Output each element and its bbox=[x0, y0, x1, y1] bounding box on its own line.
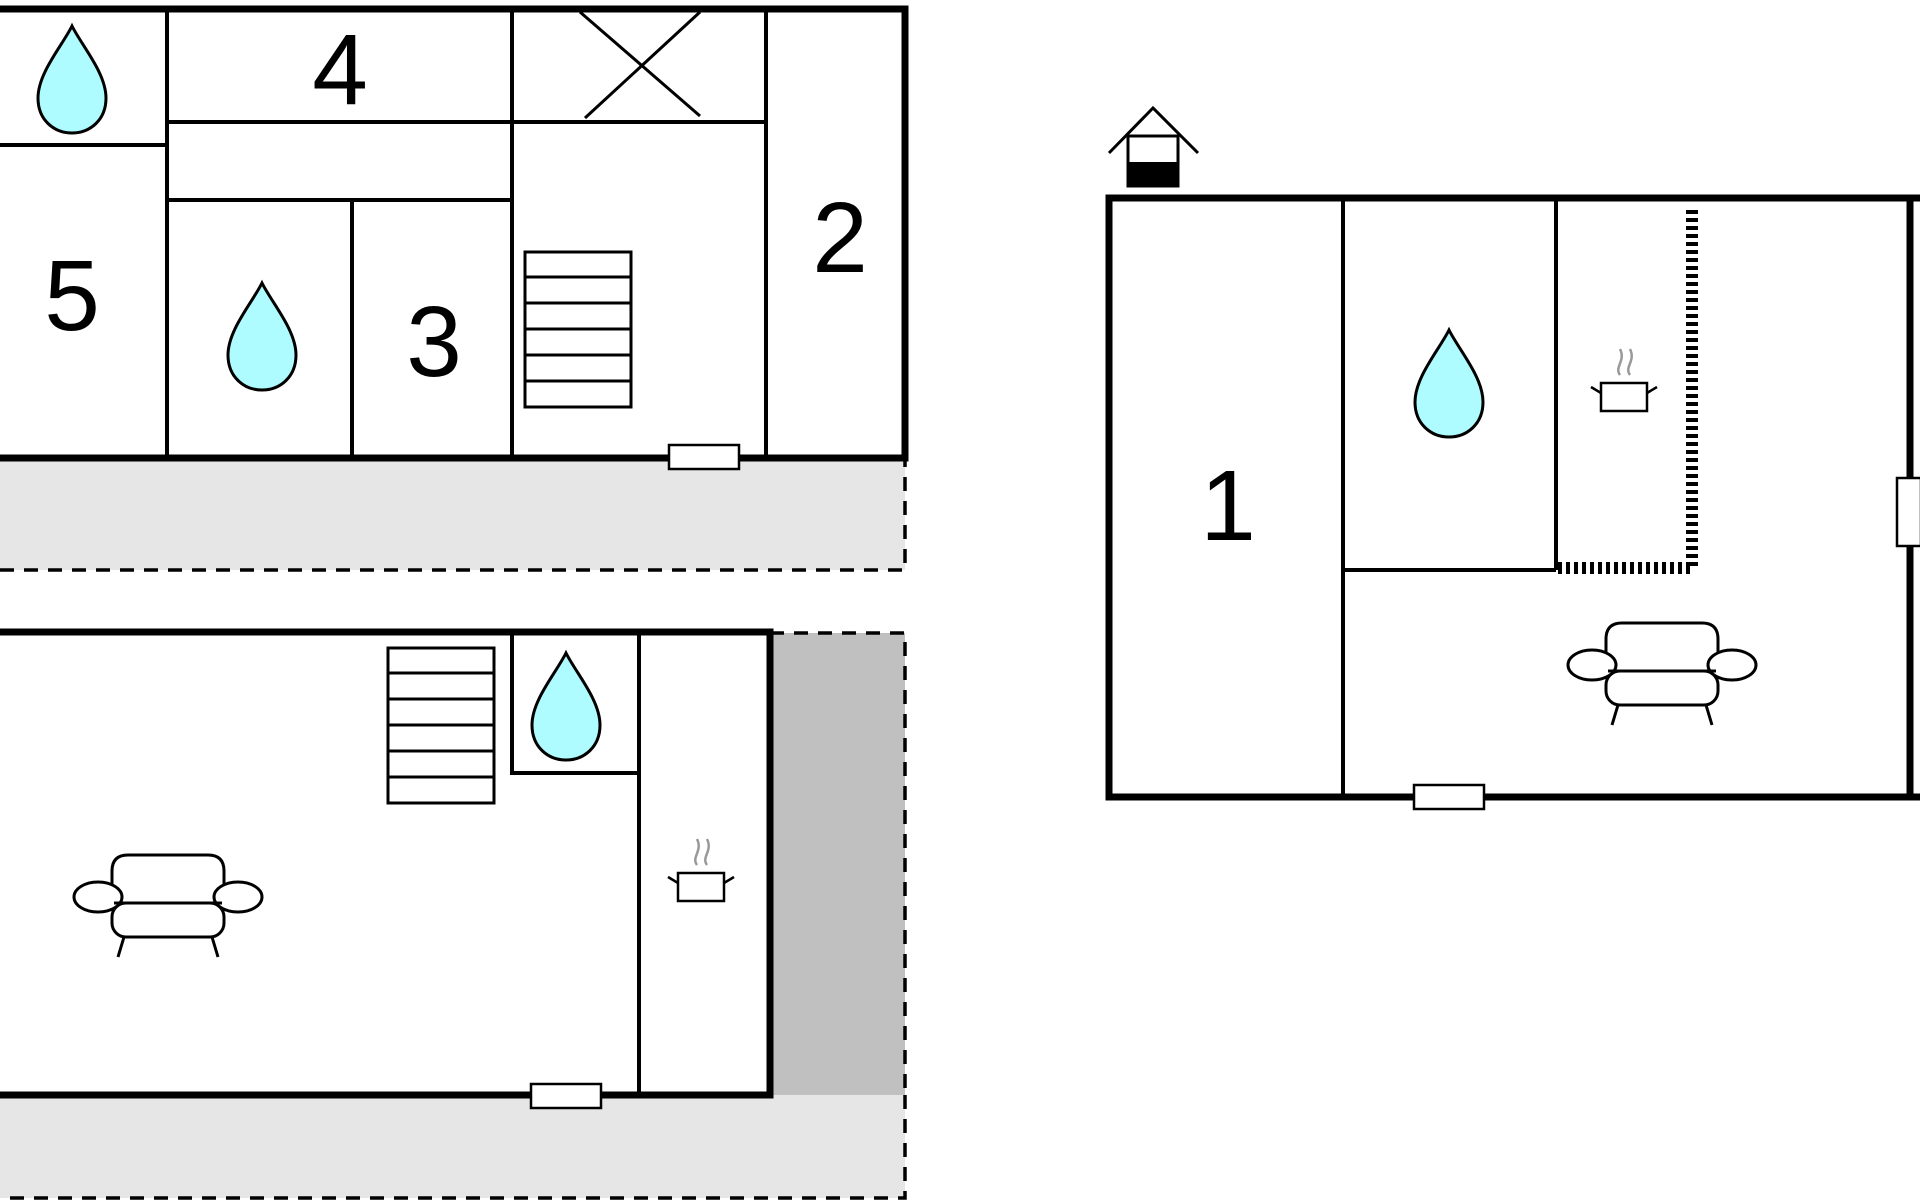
annex-floor-plan: 1 bbox=[1105, 105, 1920, 811]
cooking-pot-icon bbox=[666, 837, 736, 903]
upper-floor-plan: 4 5 3 2 bbox=[0, 5, 909, 572]
cooking-pot-icon bbox=[1589, 347, 1659, 413]
window bbox=[529, 1082, 603, 1110]
water-drop-icon bbox=[1413, 328, 1485, 439]
terrace-lower bbox=[0, 1095, 905, 1198]
room-number-1: 1 bbox=[1200, 450, 1256, 562]
stairs-icon bbox=[523, 250, 633, 409]
sofa-icon bbox=[72, 853, 264, 959]
room-number-4: 4 bbox=[312, 14, 368, 126]
sofa-icon bbox=[1566, 621, 1758, 727]
window bbox=[1895, 476, 1920, 548]
room-number-2: 2 bbox=[812, 182, 868, 294]
covered-area bbox=[770, 633, 905, 1095]
water-drop-icon bbox=[530, 651, 602, 762]
water-drop-icon bbox=[36, 24, 108, 135]
house-icon bbox=[1107, 105, 1200, 188]
room-number-5: 5 bbox=[44, 240, 100, 352]
cross-icon bbox=[579, 10, 702, 120]
window bbox=[667, 443, 741, 471]
terrace-upper bbox=[0, 458, 905, 570]
stairs-icon bbox=[386, 646, 496, 805]
water-drop-icon bbox=[226, 281, 298, 392]
ground-floor-plan bbox=[0, 628, 907, 1200]
window bbox=[1412, 783, 1486, 811]
kitchen-counter bbox=[1556, 210, 1698, 574]
room-number-3: 3 bbox=[406, 286, 462, 398]
